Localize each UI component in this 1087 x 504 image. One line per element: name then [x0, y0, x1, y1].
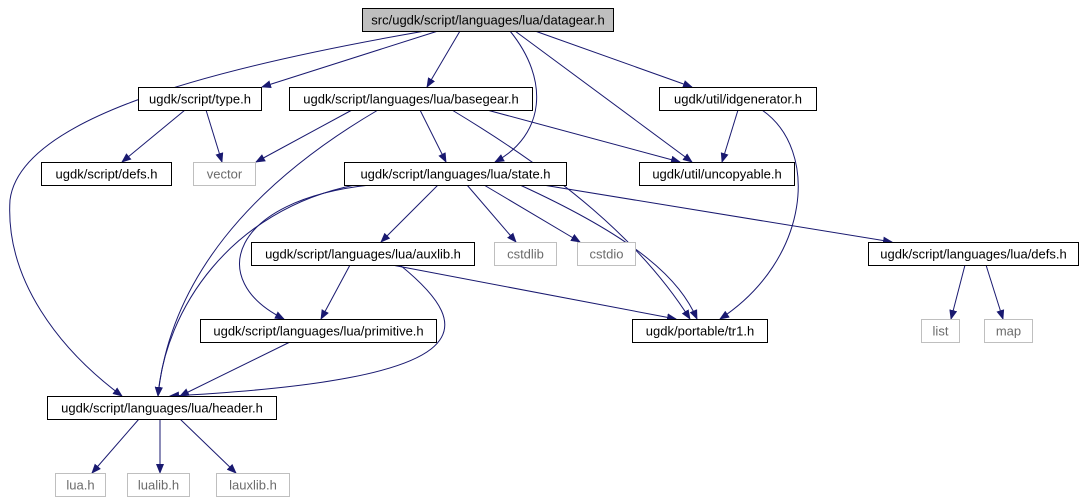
- node-label: map: [996, 324, 1021, 339]
- node-box: [41, 162, 172, 186]
- edge-auxlib-to-tr1: [391, 264, 677, 322]
- edge-state-to-header: [154, 184, 356, 397]
- edge-state-to-tr1: [519, 184, 698, 320]
- node-basegear[interactable]: ugdk/script/languages/lua/basegear.h: [289, 87, 533, 111]
- edge-header-to-lua: [91, 418, 140, 474]
- edge-basegear-to-uncopyable: [486, 109, 681, 164]
- node-box: [55, 473, 106, 497]
- edge-luadefs-to-list: [949, 264, 966, 320]
- edge-basegear-to-vector: [255, 109, 353, 163]
- edge-datagear-to-uncopyable: [514, 30, 693, 163]
- node-lauxlib: lauxlib.h: [216, 473, 290, 497]
- node-label: ugdk/script/languages/lua/defs.h: [880, 247, 1066, 262]
- node-label: ugdk/script/languages/lua/header.h: [61, 401, 263, 416]
- edge-auxlib-to-primitive: [320, 264, 351, 320]
- node-box: [127, 473, 190, 497]
- node-box: [47, 396, 277, 420]
- edge-state-to-cstdlib: [466, 184, 517, 243]
- node-box: [984, 319, 1033, 343]
- node-label: ugdk/util/uncopyable.h: [652, 167, 781, 182]
- node-label: lualib.h: [138, 478, 179, 493]
- node-auxlib[interactable]: ugdk/script/languages/lua/auxlib.h: [251, 242, 475, 266]
- node-box: [362, 8, 614, 32]
- edge-type-to-scriptdefs: [121, 109, 186, 163]
- node-label: ugdk/script/languages/lua/auxlib.h: [265, 247, 461, 262]
- node-box: [921, 319, 960, 343]
- node-idgenerator[interactable]: ugdk/util/idgenerator.h: [659, 87, 817, 111]
- node-vector: vector: [193, 162, 256, 186]
- edge-datagear-to-basegear: [426, 30, 461, 88]
- node-label: list: [933, 324, 949, 339]
- node-label: ugdk/portable/tr1.h: [646, 324, 754, 339]
- node-box: [344, 162, 567, 186]
- node-label: ugdk/script/defs.h: [56, 167, 158, 182]
- edge-idgenerator-to-uncopyable: [720, 109, 739, 163]
- node-label: ugdk/script/type.h: [149, 92, 251, 107]
- node-label: ugdk/util/idgenerator.h: [674, 92, 802, 107]
- node-label: cstdlib: [507, 247, 544, 262]
- node-box: [216, 473, 290, 497]
- node-box: [868, 242, 1079, 266]
- node-lualib: lualib.h: [127, 473, 190, 497]
- node-tr1[interactable]: ugdk/portable/tr1.h: [632, 319, 768, 343]
- node-box: [659, 87, 817, 111]
- node-box: [251, 242, 475, 266]
- node-label: ugdk/script/languages/lua/primitive.h: [213, 324, 423, 339]
- edges-layer: [9, 30, 1005, 474]
- node-uncopyable[interactable]: ugdk/util/uncopyable.h: [639, 162, 795, 186]
- edge-basegear-to-state: [419, 109, 447, 163]
- edge-state-to-auxlib: [380, 184, 439, 243]
- edge-header-to-lauxlib: [179, 418, 237, 474]
- node-label: lua.h: [66, 478, 94, 493]
- edge-datagear-to-type: [261, 30, 439, 89]
- node-scriptdefs[interactable]: ugdk/script/defs.h: [41, 162, 172, 186]
- node-header[interactable]: ugdk/script/languages/lua/header.h: [47, 396, 277, 420]
- node-box: [494, 242, 557, 266]
- edge-type-to-vector: [205, 109, 224, 163]
- node-primitive[interactable]: ugdk/script/languages/lua/primitive.h: [200, 319, 437, 343]
- node-box: [138, 87, 262, 111]
- edge-datagear-to-state: [494, 30, 538, 163]
- node-luadefs[interactable]: ugdk/script/languages/lua/defs.h: [868, 242, 1079, 266]
- node-label: lauxlib.h: [229, 478, 277, 493]
- node-box: [639, 162, 795, 186]
- node-label: ugdk/script/languages/lua/state.h: [360, 167, 550, 182]
- node-label: cstdio: [590, 247, 624, 262]
- node-list: list: [921, 319, 960, 343]
- node-label: ugdk/script/languages/lua/basegear.h: [303, 92, 518, 107]
- edge-basegear-to-tr1: [451, 109, 691, 320]
- edge-auxlib-to-header: [169, 264, 446, 400]
- edge-state-to-cstdio: [483, 184, 581, 243]
- node-cstdio: cstdio: [577, 242, 636, 266]
- node-cstdlib: cstdlib: [494, 242, 557, 266]
- node-box: [200, 319, 437, 343]
- edge-idgenerator-to-tr1: [719, 109, 799, 320]
- edge-state-to-luadefs: [542, 184, 893, 245]
- edge-luadefs-to-map: [985, 264, 1005, 320]
- edge-datagear-to-header: [9, 30, 426, 397]
- node-box: [632, 319, 768, 343]
- node-label: src/ugdk/script/languages/lua/datagear.h: [371, 13, 604, 28]
- node-type[interactable]: ugdk/script/type.h: [138, 87, 262, 111]
- node-lua: lua.h: [55, 473, 106, 497]
- edge-primitive-to-header: [179, 341, 291, 397]
- node-datagear[interactable]: src/ugdk/script/languages/lua/datagear.h: [362, 8, 614, 32]
- node-box: [289, 87, 533, 111]
- edge-datagear-to-idgenerator: [534, 30, 693, 88]
- nodes-layer: src/ugdk/script/languages/lua/datagear.h…: [41, 8, 1079, 497]
- node-box: [577, 242, 636, 266]
- node-label: vector: [207, 167, 243, 182]
- node-map: map: [984, 319, 1033, 343]
- node-box: [193, 162, 256, 186]
- node-state[interactable]: ugdk/script/languages/lua/state.h: [344, 162, 567, 186]
